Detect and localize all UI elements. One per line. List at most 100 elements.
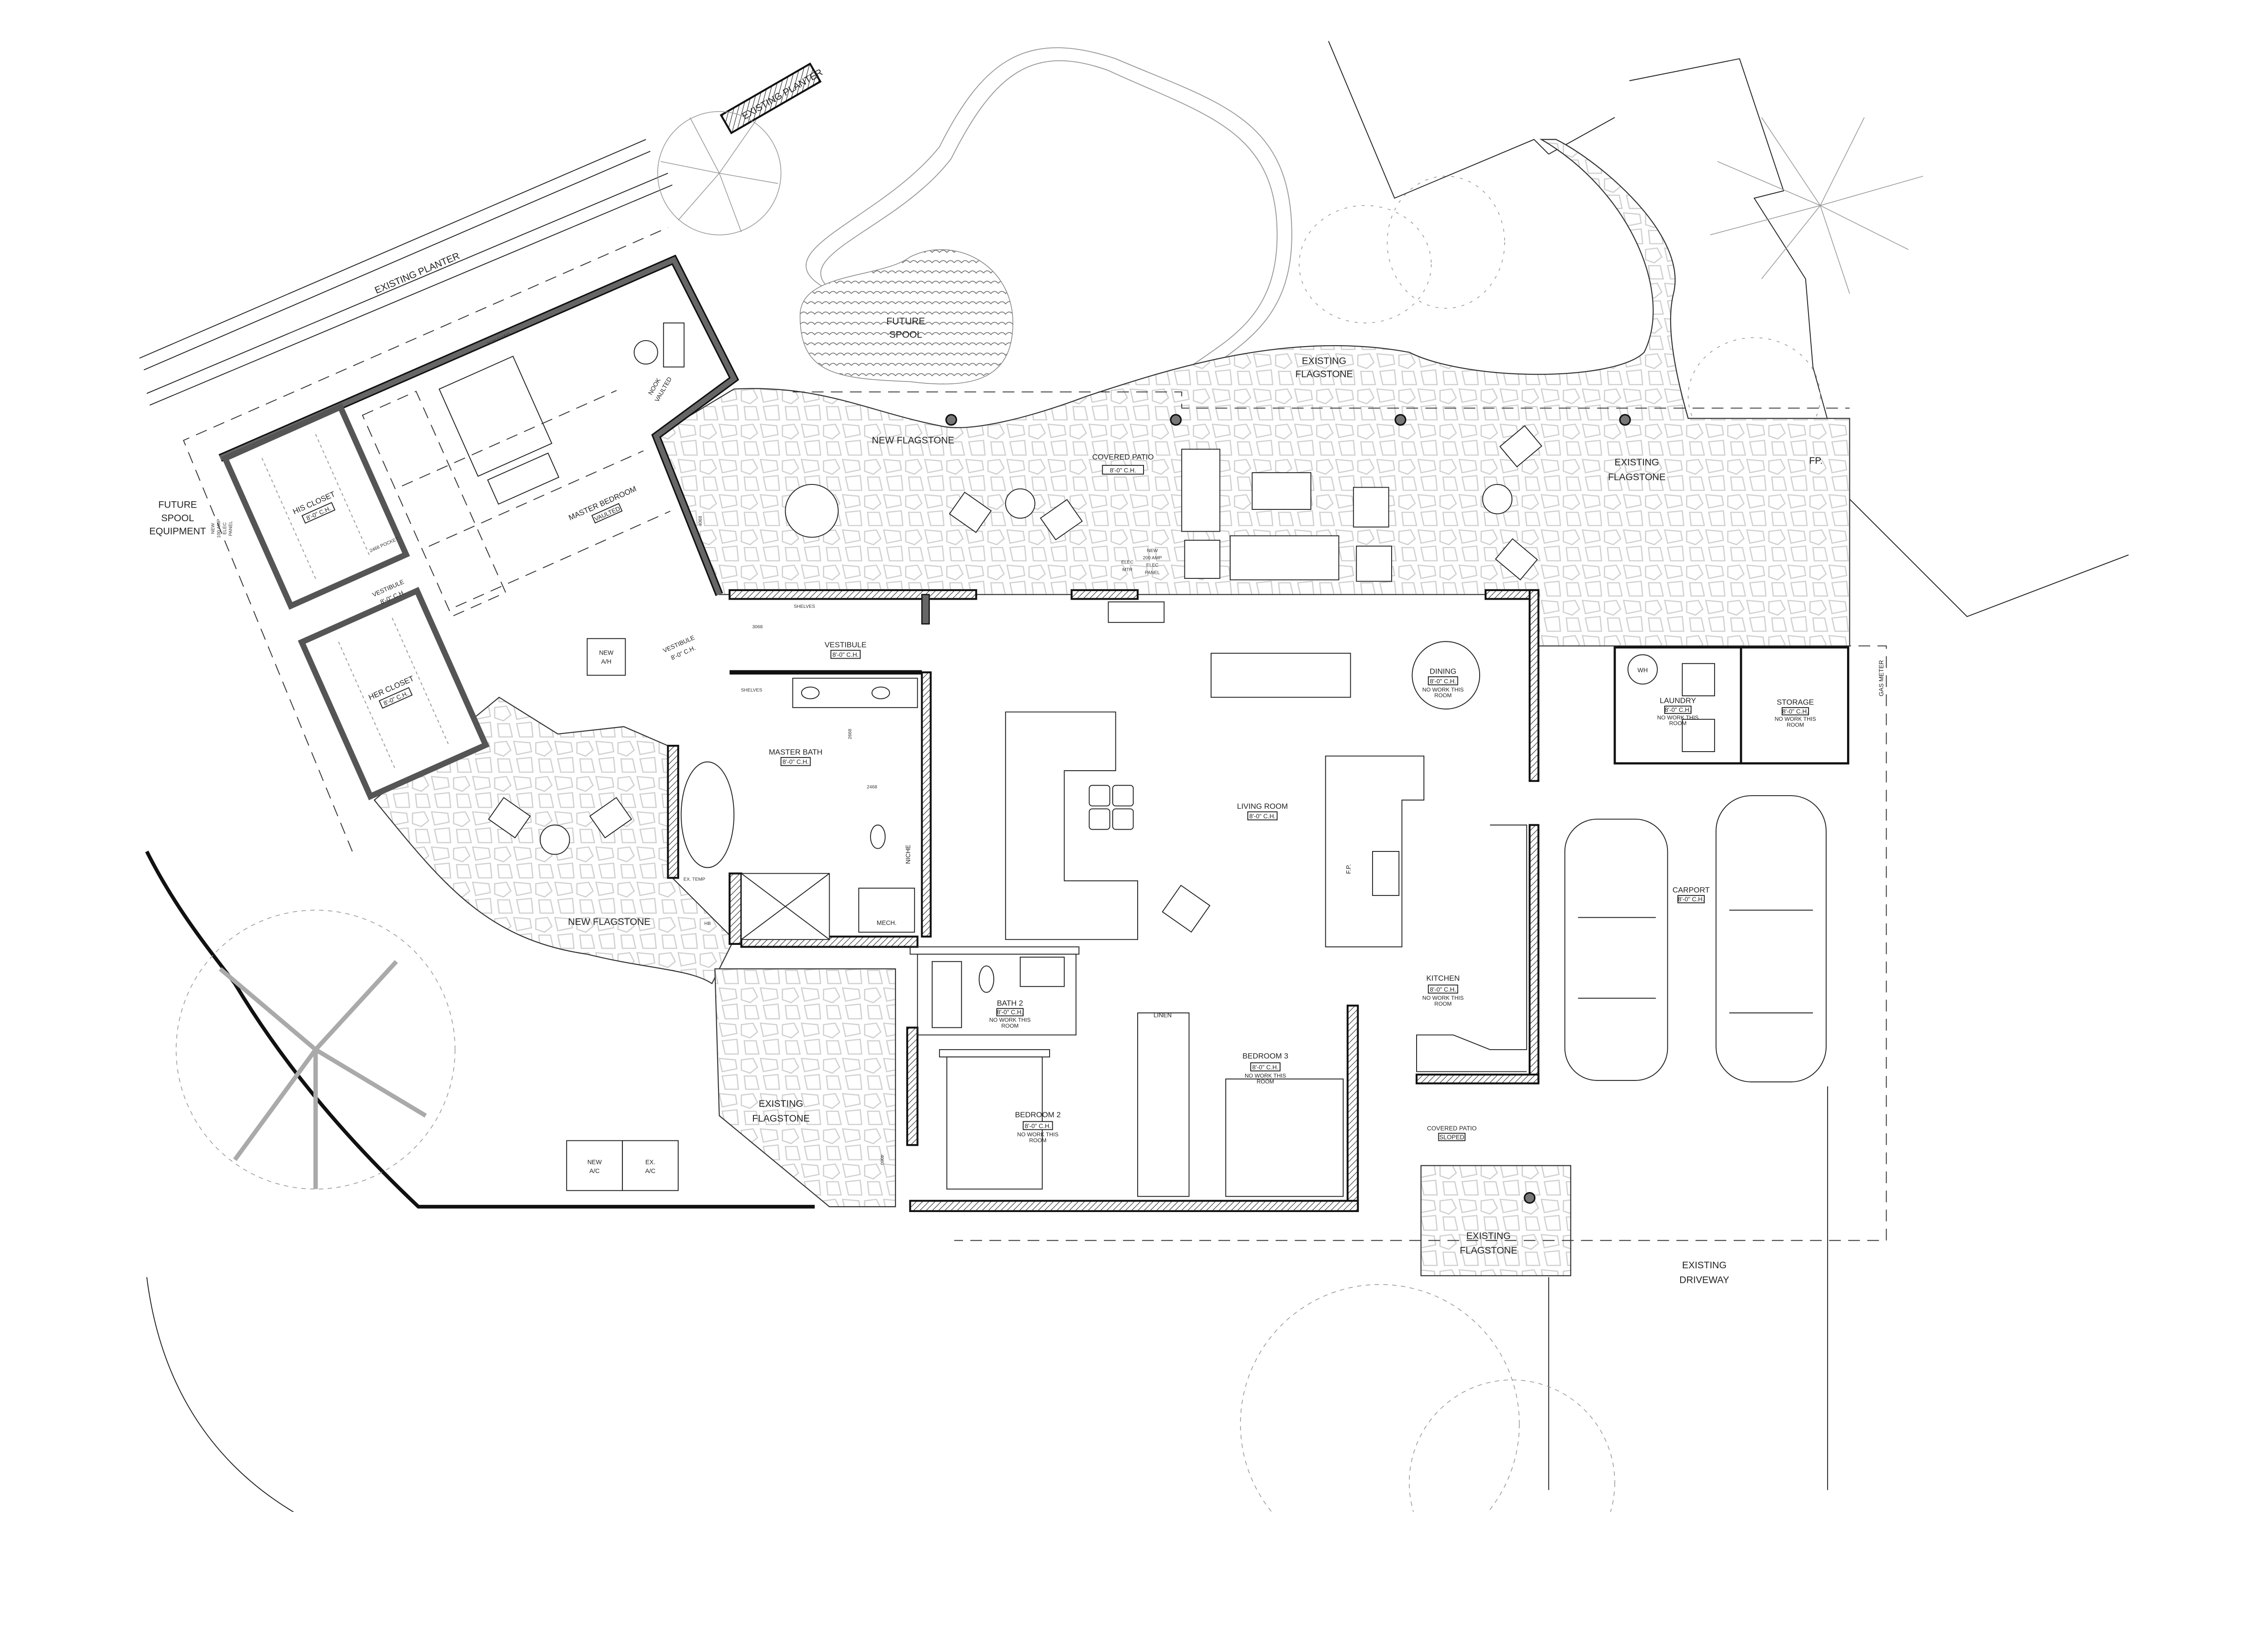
room-note-bath-2: ROOM: [1001, 1022, 1018, 1029]
room-name-vestibule: VESTIBULE: [825, 640, 867, 649]
fireplace-label: F.P.: [1345, 864, 1352, 874]
roof-outline-dashed: [183, 227, 1887, 1490]
ceiling-height-vestibule: 8'-0" C.H.: [832, 651, 859, 658]
patio-furniture: COVERED PATIO 8'-0" C.H.: [488, 425, 1543, 855]
console-icon: [1108, 601, 1165, 623]
water-heater-label: WH: [1637, 667, 1648, 674]
column-icon: [1619, 414, 1631, 426]
nook: NOOK VAULTED: [634, 323, 685, 403]
room-note-bedroom-3: ROOM: [1257, 1078, 1274, 1085]
master-suite-wing: HIS CLOSET 8'-0" C.H. HER CLOSET 8'-0" C…: [149, 254, 739, 801]
washer-icon: [1681, 663, 1715, 696]
sink-icon: [801, 686, 820, 699]
room-note-kitchen: NO WORK THIS: [1422, 995, 1464, 1001]
side-table-icon: [1005, 488, 1036, 519]
bathtub-icon: [680, 761, 735, 868]
ex-ac-label: A/C: [645, 1168, 655, 1174]
door-tag: 4068: [698, 516, 703, 526]
room-name-storage: STORAGE: [1777, 698, 1814, 706]
patio-chair-icon: [1184, 539, 1221, 579]
flagstone-areas: EXISTING FLAGSTONE NEW FLAGSTONE EXISTIN…: [373, 139, 1850, 1285]
room-name-dining: DINING: [1430, 667, 1457, 675]
room-name-master-bath: MASTER BATH: [769, 748, 822, 756]
ceiling-height-dining: 8'-0" C.H.: [1430, 678, 1456, 684]
existing-flagstone-label: EXISTING: [1614, 457, 1659, 468]
room-note-bedroom-3: NO WORK THIS: [1245, 1072, 1286, 1079]
mechanical-unit-icon: [858, 887, 915, 933]
room-note-laundry: NO WORK THIS: [1657, 714, 1698, 721]
ottoman-icon: [1112, 785, 1134, 807]
ceiling-height-storage: 8'-0" C.H.: [1782, 708, 1809, 715]
toilet-icon: [978, 965, 994, 993]
deciduous-tree-icon: [176, 909, 456, 1190]
future-spool-equipment-label: EQUIPMENT: [149, 526, 206, 537]
toilet-icon: [870, 824, 886, 849]
ottoman-icon: [1089, 785, 1110, 807]
linen-label: LINEN: [1154, 1012, 1172, 1019]
existing-flagstone-label: EXISTING: [1466, 1231, 1511, 1241]
new-ah-label: NEW: [599, 649, 614, 656]
elec-panel-label: 200 AMP: [1143, 556, 1162, 561]
hose-bib-label: HB: [704, 921, 711, 926]
bedroom-wing: BATH 2 8'-0" C.H. NO WORK THIS ROOM LINE…: [880, 953, 1476, 1197]
utility-rooms: WH LAUNDRY 8'-0" C.H. NO WORK THIS ROOM …: [1564, 646, 1885, 1083]
bench-icon: [487, 452, 560, 505]
elec-panel-label: ELEC: [1146, 563, 1159, 568]
door-tag: 2468: [867, 785, 877, 790]
car-icon: [1716, 795, 1827, 1083]
ceiling-height-laundry: 8'-0" C.H.: [1665, 707, 1691, 714]
existing-driveway-label: DRIVEWAY: [1679, 1275, 1729, 1285]
column-icon: [1524, 1192, 1536, 1204]
coffee-table-icon: [1251, 472, 1311, 510]
elec-panel-label: PANEL: [1145, 570, 1160, 575]
door-tag: 3068: [752, 625, 763, 630]
dining-table-icon: [1210, 653, 1351, 698]
room-name-bath-2: BATH 2: [997, 999, 1023, 1007]
existing-planter-label: EXISTING PLANTER: [740, 67, 824, 122]
niche-label: NICHE: [904, 845, 911, 864]
sink-icon: [871, 686, 890, 699]
ex-ac-label: EX.: [645, 1159, 655, 1165]
new-flagstone-label: NEW FLAGSTONE: [568, 917, 650, 927]
his-closet: HIS CLOSET 8'-0" C.H.: [221, 403, 410, 610]
room-note-bedroom-2: NO WORK THIS: [1017, 1131, 1058, 1138]
new-ac-label: A/C: [589, 1168, 600, 1174]
panel-label: PANEL: [228, 521, 233, 536]
patio-table-icon: [785, 484, 839, 538]
future-spool-label: FUTURE: [886, 316, 925, 327]
future-spool-equipment: FUTURE SPOOL EQUIPMENT NEW 100 AMP ELEC …: [149, 500, 233, 538]
master-bath: MECH. NICHE MASTER BATH 8'-0" C.H. VESTI…: [680, 604, 918, 940]
master-bedroom: MASTER BEDROOM VAULTED: [362, 356, 671, 617]
patio-sofa-icon: [1181, 449, 1221, 532]
existing-driveway-label: EXISTING: [1682, 1260, 1726, 1271]
sectional-sofa-icon: [1005, 711, 1139, 940]
water-heater-icon: [1628, 654, 1658, 685]
room-name-mech: MECH.: [877, 919, 897, 926]
room-name-living-room: LIVING ROOM: [1237, 802, 1288, 811]
panel-label: NEW: [210, 523, 215, 534]
dryer-icon: [1681, 719, 1715, 752]
patio-chair-icon: [1356, 545, 1392, 582]
patio-columns: [945, 414, 1631, 1204]
elec-panel-label: NEW: [1147, 548, 1158, 553]
ottoman-icon: [1089, 808, 1110, 830]
room-note-laundry: ROOM: [1669, 720, 1686, 727]
new-flagstone-label: NEW FLAGSTONE: [872, 435, 954, 445]
ac-units: NEW A/C EX. A/C: [566, 1140, 679, 1191]
existing-ac-unit: [622, 1140, 679, 1191]
new-ah-label: A/H: [601, 658, 611, 665]
existing-planter-label: EXISTING PLANTER: [373, 251, 461, 296]
desk-icon: [663, 323, 685, 368]
room-name-covered-patio: COVERED PATIO: [1092, 453, 1154, 461]
future-spool-equipment-label: SPOOL: [161, 513, 194, 523]
column-icon: [1394, 414, 1407, 426]
round-table-icon: [1412, 641, 1481, 710]
kitchen-counter-icon: [1416, 824, 1527, 1072]
existing-flagstone-label: FLAGSTONE: [752, 1113, 810, 1124]
room-note-dining: NO WORK THIS: [1422, 686, 1464, 693]
air-handler: NEW A/H: [587, 638, 626, 676]
shower-icon: [932, 961, 962, 1028]
ceiling-height-covered-patio-front: SLOPED: [1439, 1134, 1464, 1140]
room-note-kitchen: ROOM: [1434, 1001, 1452, 1007]
room-name-carport: CARPORT: [1672, 886, 1710, 895]
